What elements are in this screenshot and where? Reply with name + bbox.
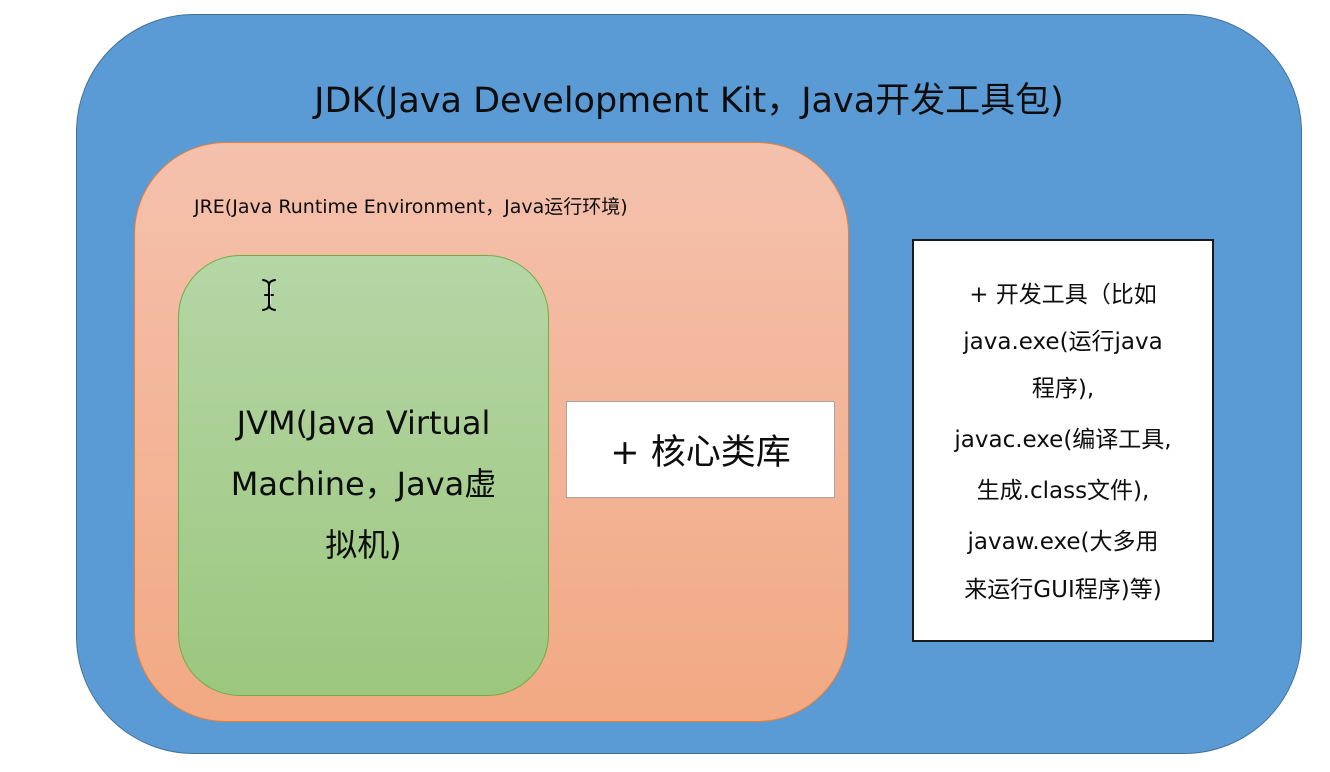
dev-tools-line: javaw.exe(大多用 (967, 529, 1159, 555)
dev-tools-line: + 开发工具（比如 (969, 282, 1157, 308)
dev-tools-line: javac.exe(编译工具, (954, 427, 1172, 453)
dev-tools-line: 程序), (1031, 376, 1095, 402)
core-library-box: + 核心类库 (566, 401, 835, 498)
dev-tools-line: java.exe(运行java (963, 329, 1163, 355)
jvm-label-line: JVM(Java Virtual (236, 404, 491, 442)
jvm-container (178, 255, 549, 696)
jdk-label: JDK(Java Development Kit，Java开发工具包) (314, 81, 1064, 121)
dev-tools-line: 来运行GUI程序)等) (964, 577, 1162, 603)
dev-tools-box (912, 239, 1214, 642)
dev-tools-line: 生成.class文件), (976, 478, 1150, 504)
text-cursor-icon (262, 279, 276, 311)
jvm-label: JVM(Java Virtual Machine，Java虚 拟机) (198, 393, 529, 576)
jre-label: JRE(Java Runtime Environment，Java运行环境) (194, 196, 628, 218)
jvm-label-line: Machine，Java虚 (230, 465, 497, 503)
jvm-label-line: 拟机) (325, 526, 402, 564)
